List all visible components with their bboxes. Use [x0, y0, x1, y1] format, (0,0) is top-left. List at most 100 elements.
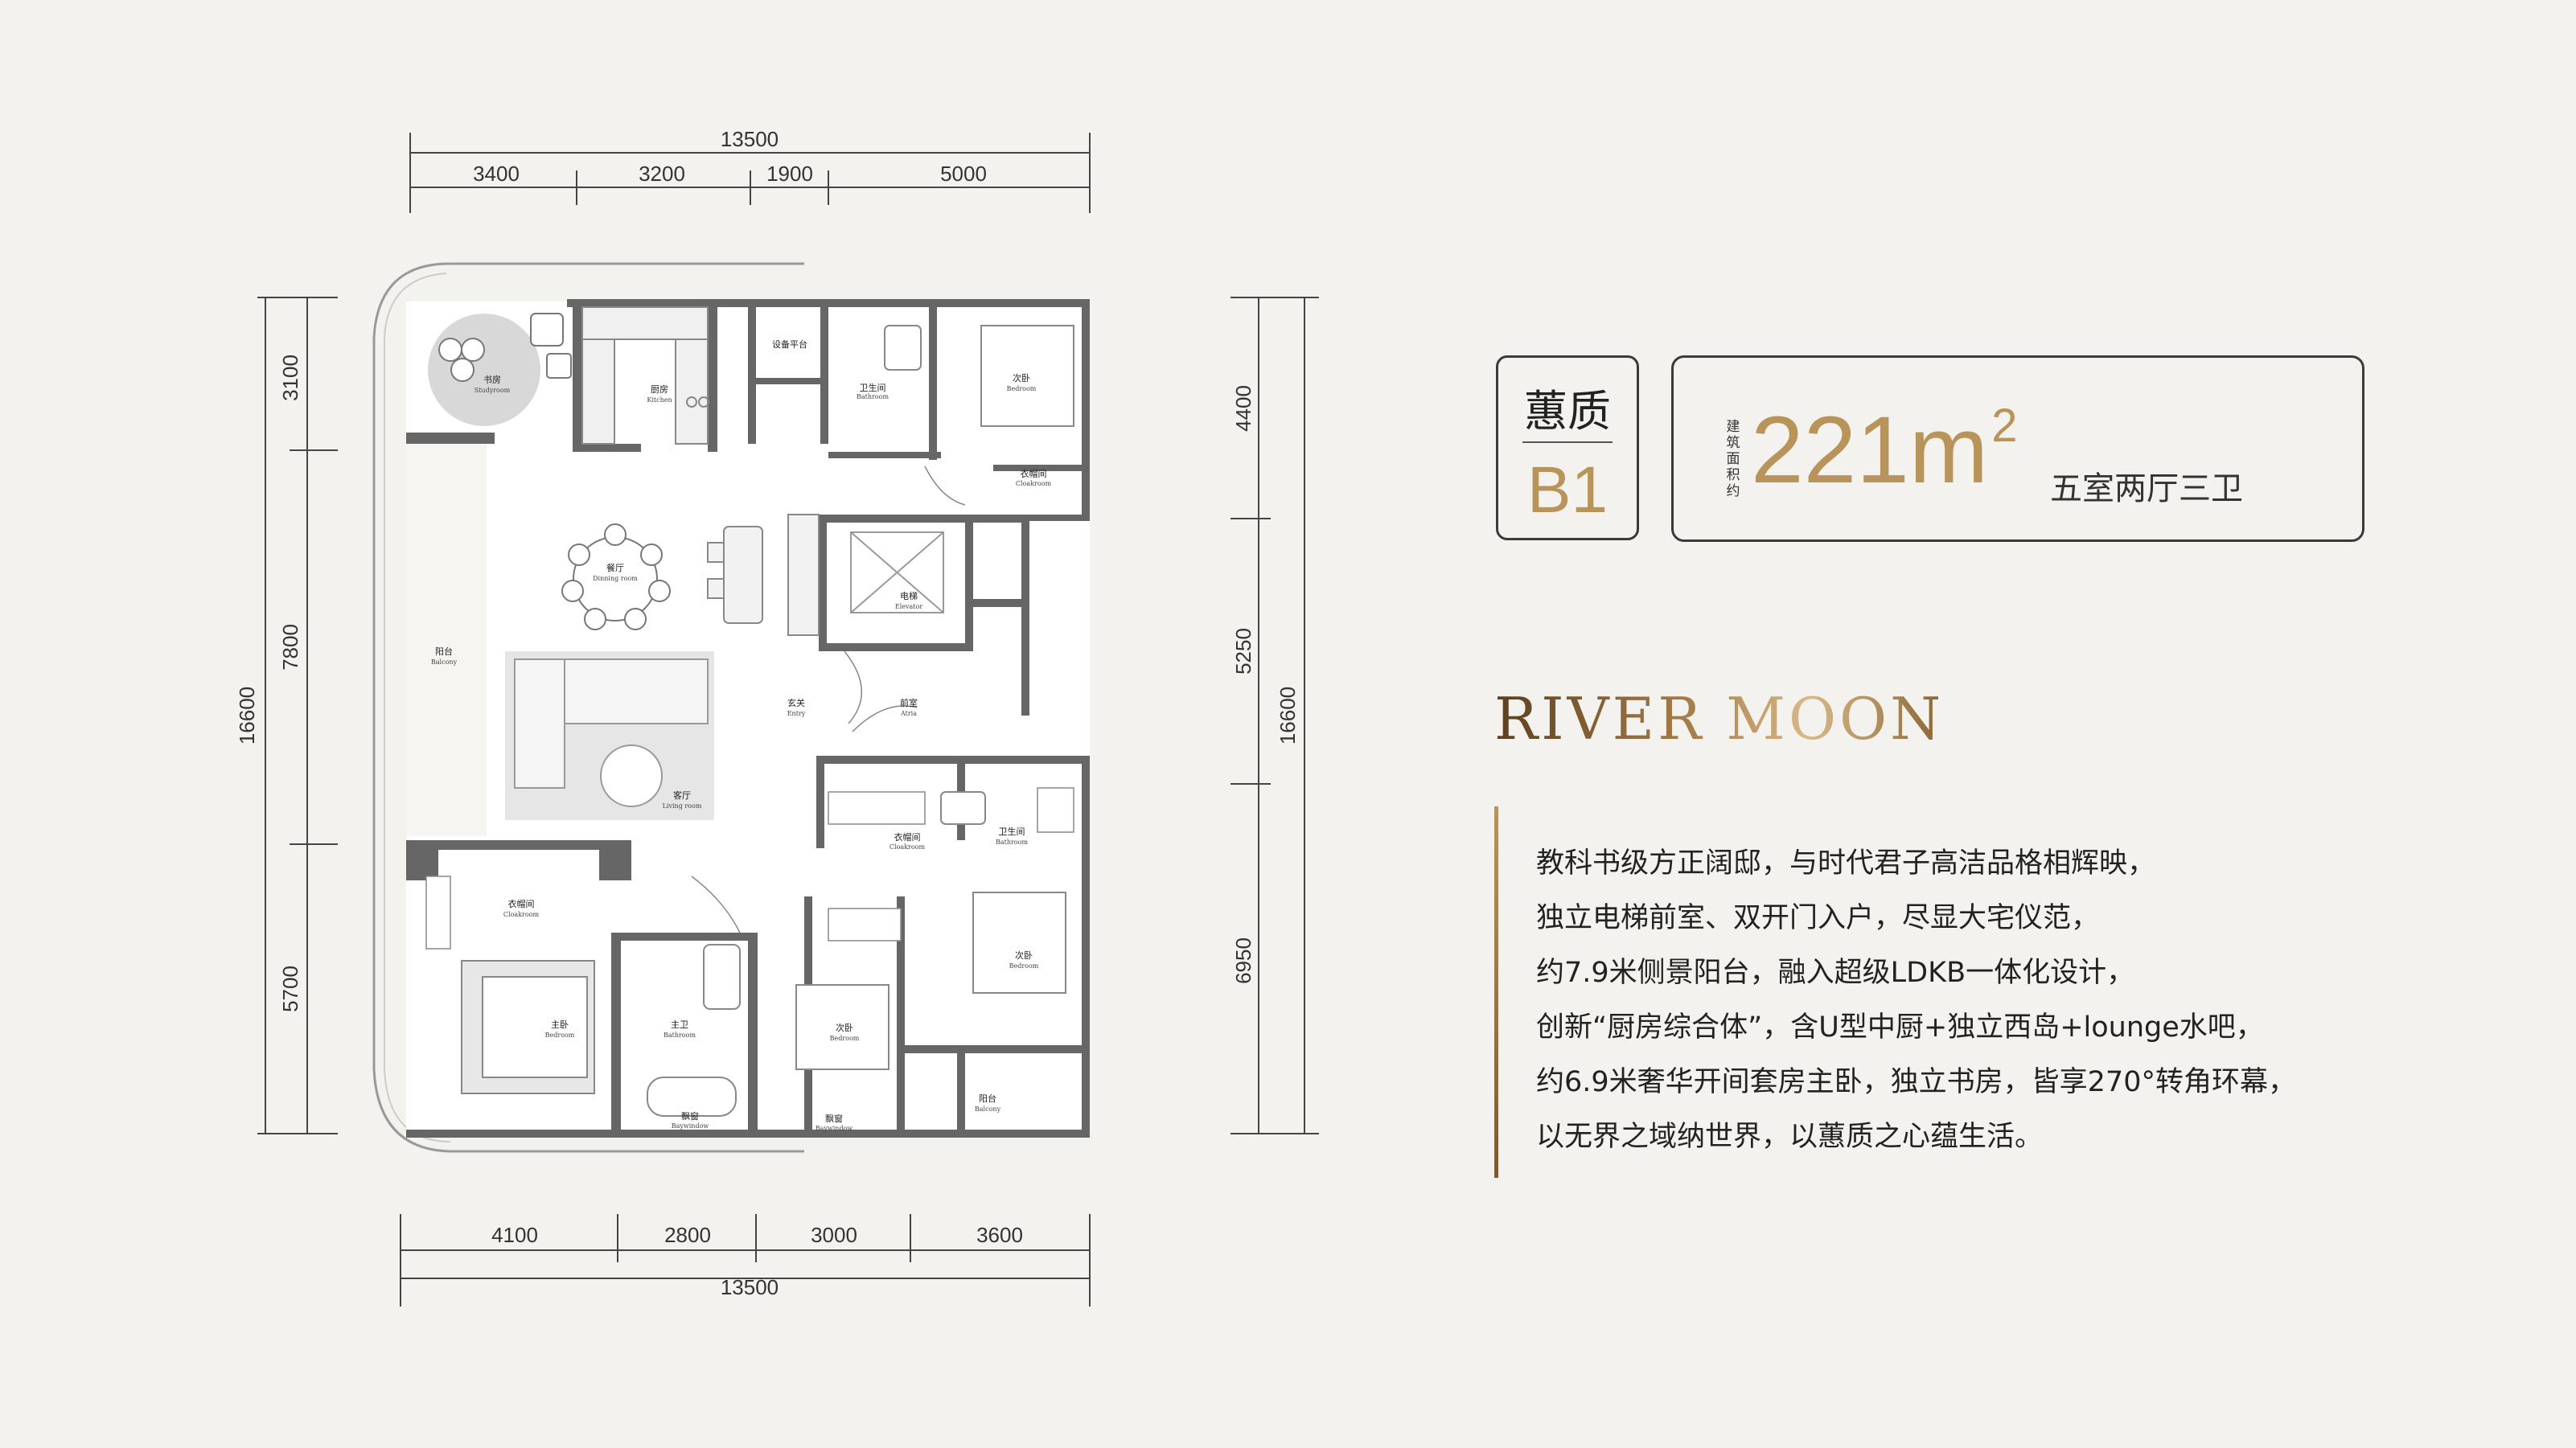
label-bedroom-tr-en: Bedroom	[1007, 385, 1037, 392]
balcony-outline	[372, 262, 804, 1153]
area-label: 建筑面积约	[1726, 419, 1740, 499]
label-elevator-cn: 电梯	[900, 591, 918, 601]
brand-logo: RIVER MOON	[1494, 685, 1945, 753]
dim-right-seg-3: 6950	[1231, 937, 1255, 984]
dim-top-seg-2: 3200	[639, 162, 685, 186]
label-balcony-br-en: Balcony	[975, 1105, 1001, 1113]
description-line: 约6.9米奢华开间套房主卧，独立书房，皆享270°转角环幕，	[1536, 1066, 2296, 1098]
label-kitchen-cn: 厨房	[651, 384, 668, 395]
label-balcony-left-cn: 阳台	[435, 646, 453, 657]
unit-badge: 蕙质 B1	[1496, 355, 1639, 540]
bath-fixtures	[647, 325, 986, 1117]
doors	[691, 466, 966, 933]
label-study-cn: 书房	[483, 375, 501, 385]
label-closet-left-en: Cloakroom	[503, 911, 540, 918]
label-bedroom-mr-cn: 次卧	[1015, 950, 1033, 961]
label-bedroom-mr-en: Bedroom	[1009, 962, 1039, 970]
sofa	[514, 658, 709, 789]
label-closet-mid-cn: 衣帽间	[894, 831, 921, 843]
dim-right-seg-1: 4400	[1231, 385, 1255, 432]
label-bay2-cn: 飘窗	[825, 1113, 843, 1124]
dim-bottom-seg-4: 3600	[976, 1223, 1023, 1247]
kitchen-furniture	[581, 306, 709, 445]
label-bay2-en: Baywindow	[816, 1125, 853, 1132]
label-master-bath-en: Bathroom	[664, 1032, 696, 1039]
description-line: 约7.9米侧景阳台，融入超级LDKB一体化设计，	[1536, 957, 2135, 989]
label-master-cn: 主卧	[551, 1019, 569, 1030]
badge-divider	[1522, 441, 1613, 443]
label-bay1-cn: 飘窗	[681, 1110, 699, 1122]
label-dining-cn: 餐厅	[606, 562, 624, 573]
description-line: 以无界之域纳世界，以蕙质之心蕴生活。	[1536, 1121, 2044, 1153]
label-balcony-left-en: Balcony	[431, 658, 458, 666]
label-dining-en: Dinning room	[593, 575, 638, 582]
dimension-left	[257, 297, 338, 1134]
description-line: 独立电梯前室、双开门入户，尽显大宅仪范，	[1536, 902, 2100, 934]
layout-type: 五室两厅三卫	[2050, 470, 2243, 507]
description-accent-bar	[1494, 806, 1498, 1178]
dimension-bottom	[400, 1214, 1091, 1306]
dim-left-total: 16600	[235, 687, 259, 745]
area-unit-superscript: 2	[1991, 400, 2018, 452]
label-closet-mid-en: Cloakroom	[889, 843, 926, 851]
label-atria-cn: 前室	[900, 697, 918, 708]
label-closet-tr-cn: 衣帽间	[1021, 468, 1047, 479]
dim-top-seg-3: 1900	[766, 162, 813, 186]
label-study-en: Studyroom	[475, 387, 511, 394]
label-bath-mid-cn: 卫生间	[999, 826, 1025, 837]
label-living-en: Living room	[663, 802, 702, 810]
dim-bottom-seg-1: 4100	[491, 1223, 538, 1247]
description-line: 创新“厨房综合体”，含U型中厨+独立西岛+lounge水吧，	[1536, 1011, 2264, 1044]
area-info-box: 建筑面积约 221 m 2 五室两厅三卫	[1671, 355, 2364, 542]
dim-bottom-seg-2: 2800	[664, 1223, 711, 1247]
floor-plan: 13500 3400 3200 1900 5000 4100 2800 3000…	[235, 127, 1319, 1306]
label-closet-left-cn: 衣帽间	[508, 898, 535, 909]
unit-name: 蕙质	[1524, 386, 1611, 437]
description-list: 教科书级方正阔邸，与时代君子高洁品格相辉映， 独立电梯前室、双开门入户，尽显大宅…	[1536, 836, 2356, 1164]
label-balcony-br-cn: 阳台	[979, 1093, 996, 1104]
dim-bottom-total: 13500	[721, 1275, 779, 1299]
kitchen-island	[707, 514, 820, 636]
label-kitchen-en: Kitchen	[647, 396, 672, 404]
label-entry-en: Entry	[787, 710, 806, 717]
label-bath-mid-en: Bathroom	[996, 839, 1028, 846]
label-master-bath-cn: 主卫	[671, 1019, 688, 1030]
study-furniture	[438, 313, 572, 382]
dim-top-seg-4: 5000	[940, 162, 987, 186]
walls	[406, 299, 1090, 1138]
label-bay1-en: Baywindow	[672, 1122, 709, 1130]
label-master-en: Bedroom	[545, 1032, 575, 1039]
label-elevator-en: Elevator	[895, 603, 922, 610]
label-living-cn: 客厅	[673, 790, 691, 801]
label-entry-cn: 玄关	[787, 697, 805, 708]
dim-right-total: 16600	[1276, 687, 1300, 745]
label-equipment-cn: 设备平台	[772, 338, 807, 350]
label-atria-en: Atria	[900, 710, 917, 717]
label-closet-tr-en: Cloakroom	[1016, 480, 1052, 487]
room-labels: 书房 Studyroom 厨房 Kitchen 设备平台 卫生间 Bathroo…	[431, 338, 1052, 1132]
dim-left-seg-2: 7800	[278, 624, 302, 671]
closets	[425, 787, 1074, 950]
area-value: 221 m 2	[1751, 403, 2017, 498]
coffee-table	[600, 745, 663, 807]
description-line: 教科书级方正阔邸，与时代君子高洁品格相辉映，	[1536, 847, 2156, 880]
elevator-cab	[850, 531, 944, 613]
label-bedroom-bc-cn: 次卧	[836, 1022, 853, 1033]
label-bedroom-tr-cn: 次卧	[1013, 372, 1030, 384]
study-desk-area	[428, 314, 540, 426]
label-bedroom-bc-en: Bedroom	[830, 1035, 860, 1042]
area-unit: m	[1908, 397, 1989, 503]
dim-top-seg-1: 3400	[473, 162, 520, 186]
area-number: 221	[1751, 397, 1909, 503]
dimension-right	[1230, 297, 1319, 1134]
beds	[461, 325, 1074, 1094]
dim-top-total: 13500	[721, 127, 779, 151]
dim-left-seg-3: 5700	[278, 966, 302, 1012]
unit-code: B1	[1526, 453, 1608, 527]
dim-bottom-seg-3: 3000	[811, 1223, 857, 1247]
label-bath-top-cn: 卫生间	[860, 382, 886, 393]
label-bath-top-en: Bathroom	[857, 393, 889, 400]
dim-right-seg-2: 5250	[1231, 628, 1255, 675]
dining-table	[561, 523, 671, 630]
dimension-top	[409, 133, 1091, 213]
